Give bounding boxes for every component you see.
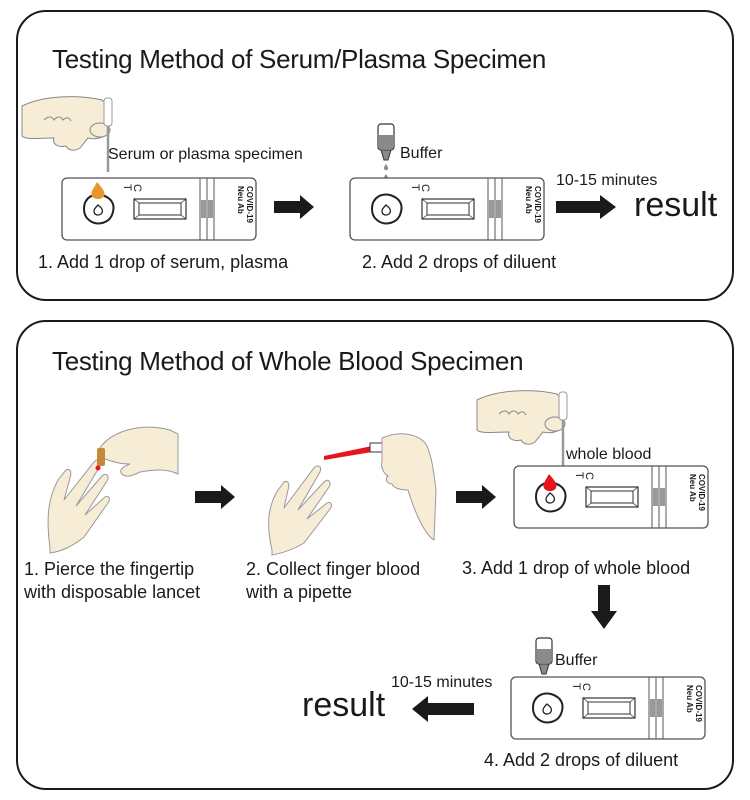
arrow-right-icon <box>556 195 616 219</box>
arrow-down-icon <box>591 585 617 629</box>
arrow-right-icon <box>195 485 235 509</box>
buffer-bottle-icon <box>377 123 395 181</box>
test-cassette-icon <box>510 676 706 740</box>
cassette-brand: COVID-19 Neu Ab <box>688 474 706 511</box>
serum-plasma-panel <box>16 10 734 301</box>
arrow-left-icon <box>412 696 474 722</box>
serum-result-label: result <box>634 186 718 224</box>
cassette-test-mark: T <box>570 683 582 690</box>
test-mark: T <box>409 184 421 191</box>
step-2-line1: 2. Collect finger blood <box>246 559 421 579</box>
brand-line2: Neu Ab <box>236 186 245 214</box>
brand-line1: COVID-19 <box>694 685 703 722</box>
blood-buffer-label: Buffer <box>555 652 598 669</box>
blood-step-2-label: 2. Collect finger blood with a pipette <box>246 558 420 604</box>
serum-panel-title: Testing Method of Serum/Plasma Specimen <box>52 44 547 74</box>
serum-time-label: 10-15 minutes <box>556 172 658 189</box>
brand-line2: Neu Ab <box>685 685 694 713</box>
step-1-line1: 1. Pierce the fingertip <box>24 559 195 579</box>
test-mark: T <box>121 184 133 191</box>
blood-panel-title: Testing Method of Whole Blood Specimen <box>52 346 524 376</box>
serum-step-1-label: 1. Add 1 drop of serum, plasma <box>38 252 289 272</box>
step-2-line2: with a pipette <box>246 582 353 602</box>
serum-buffer-label: Buffer <box>400 145 443 162</box>
collect-blood-icon <box>268 433 437 556</box>
brand-line2: Neu Ab <box>688 474 697 502</box>
cassette-brand: COVID-19 Neu Ab <box>236 186 254 223</box>
blood-step-3-label: 3. Add 1 drop of whole blood <box>462 558 691 578</box>
blood-result-label: result <box>302 686 386 724</box>
hand-pipette-icon <box>20 95 114 174</box>
test-mark: T <box>573 472 585 479</box>
serum-step-2-label: 2. Add 2 drops of diluent <box>362 252 557 272</box>
cassette-brand: COVID-19 Neu Ab <box>524 186 542 223</box>
cassette-test-mark: T <box>573 472 585 479</box>
cassette-test-mark: T <box>121 184 133 191</box>
pierce-fingertip-icon <box>47 426 179 554</box>
blood-step-1-label: 1. Pierce the fingertip with disposable … <box>24 558 200 604</box>
brand-line1: COVID-19 <box>245 186 254 223</box>
arrow-right-icon <box>456 485 496 509</box>
blood-time-label: 10-15 minutes <box>391 674 493 691</box>
test-cassette-icon <box>61 177 257 241</box>
blood-drop-icon <box>543 474 557 491</box>
test-cassette-icon <box>513 465 709 529</box>
test-mark: T <box>570 683 582 690</box>
cassette-brand: COVID-19 Neu Ab <box>685 685 703 722</box>
serum-specimen-label: Serum or plasma specimen <box>108 146 303 163</box>
brand-line1: COVID-19 <box>697 474 706 511</box>
brand-line1: COVID-19 <box>533 186 542 223</box>
blood-step-4-label: 4. Add 2 drops of diluent <box>484 750 679 770</box>
test-cassette-icon <box>349 177 545 241</box>
step-1-line2: with disposable lancet <box>24 582 201 602</box>
arrow-right-icon <box>274 195 314 219</box>
whole-blood-label: whole blood <box>566 446 652 463</box>
serum-drop-icon <box>91 182 105 199</box>
brand-line2: Neu Ab <box>524 186 533 214</box>
cassette-test-mark: T <box>409 184 421 191</box>
